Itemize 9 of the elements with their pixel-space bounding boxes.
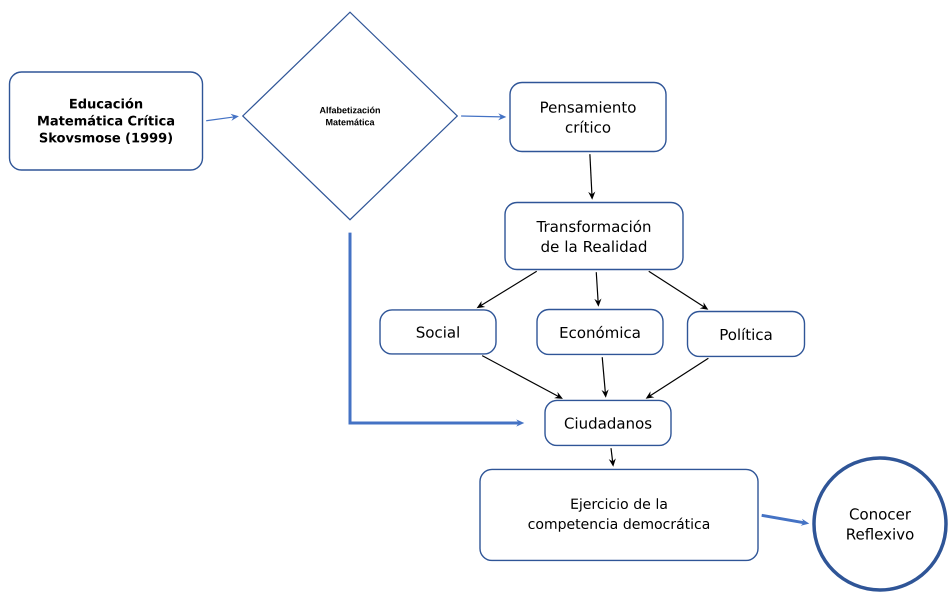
circle-node: Conocer Reflexivo — [812, 456, 948, 592]
process-box: Económica — [536, 308, 664, 356]
process-box: Política — [686, 310, 806, 358]
process-box: Educación Matemática Crítica Skovsmose (1999) — [8, 71, 204, 171]
process-box: Transformación de la Realidad — [504, 202, 684, 270]
process-box: Ciudadanos — [544, 400, 672, 446]
process-box: Pensamiento crítico — [509, 82, 667, 152]
process-box: Social — [379, 309, 497, 355]
process-box: Ejercicio de la competencia democrática — [479, 468, 759, 562]
